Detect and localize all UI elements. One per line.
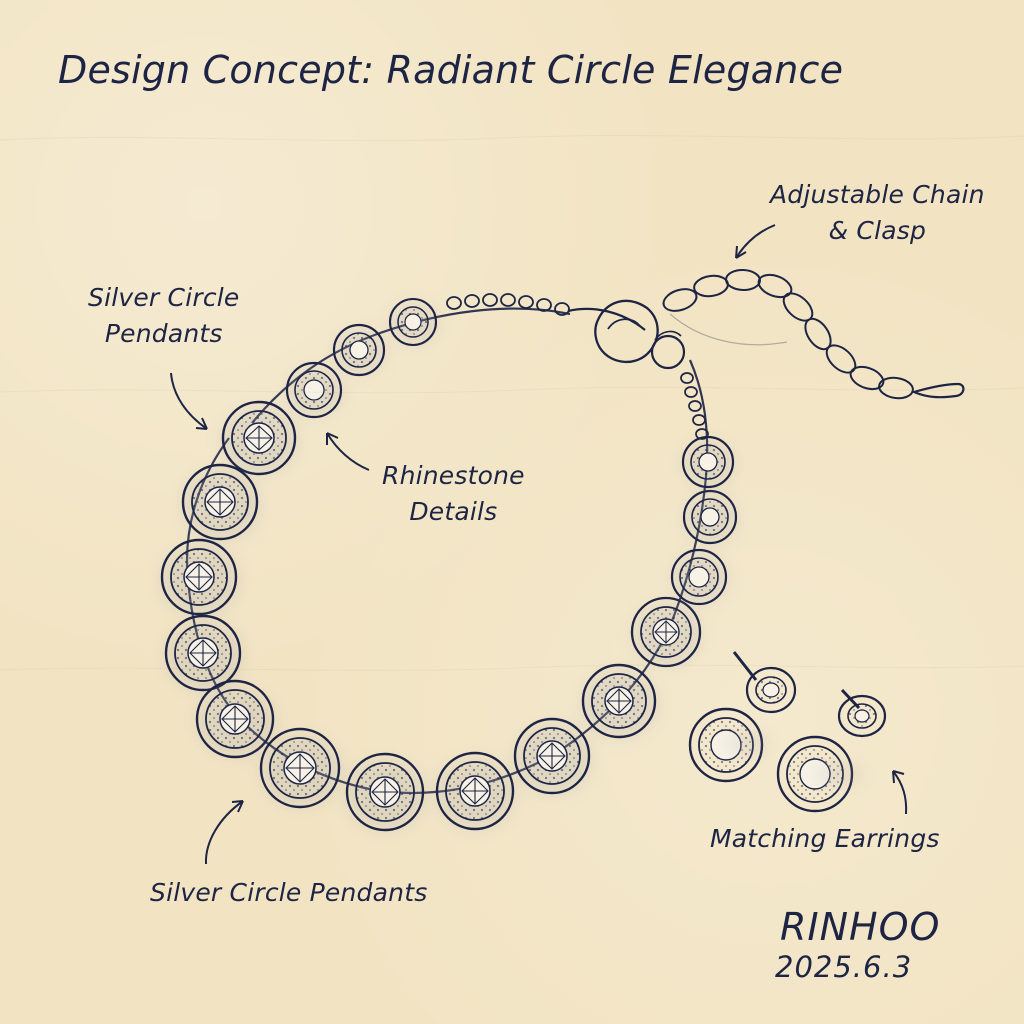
annotation-arrows [170, 224, 908, 865]
pendant-right-2 [630, 596, 702, 668]
paper-texture-lines [0, 135, 1024, 671]
lobster-clasp [567, 299, 686, 370]
label-silver-circle-pendants-left-line2: Pendants [104, 319, 223, 349]
small-beads-right [680, 372, 709, 440]
label-rhinestone-details-line1: Rhinestone [382, 461, 525, 490]
pendant-top-2 [332, 323, 386, 377]
pendant-left-2 [160, 538, 239, 616]
adjustable-chain [662, 268, 965, 400]
pendant-top-3 [388, 297, 438, 347]
arrow-matching-earrings [892, 770, 908, 815]
small-beads-top [446, 293, 570, 316]
pendant-bottom-3 [435, 751, 516, 831]
earring-left [688, 651, 797, 783]
label-silver-circle-pendants-left: Silver Circle Pendants [88, 280, 240, 353]
arrow-adjustable-chain [735, 224, 776, 259]
pendant-left-3 [164, 614, 243, 692]
label-silver-circle-pendants-left-line1: Silver Circle [88, 283, 240, 312]
earrings-drawing [688, 651, 887, 813]
bracelet-pendants [160, 297, 738, 832]
earring-right [776, 688, 887, 813]
label-adjustable-chain-line1: Adjustable Chain [770, 180, 985, 209]
pendant-top-left [221, 400, 298, 476]
pendant-bottom-right [513, 717, 592, 795]
label-rhinestone-details-line2: Details [409, 497, 498, 527]
arrow-rhinestone-details [326, 432, 370, 471]
arrow-left-pendants [170, 372, 208, 430]
arrow-bottom-pendants [204, 800, 244, 865]
page-title: Design Concept: Radiant Circle Elegance [58, 48, 844, 92]
label-rhinestone-details: Rhinestone Details [382, 458, 525, 531]
label-matching-earrings: Matching Earrings [710, 824, 940, 853]
signature-date: 2025.6.3 [775, 950, 913, 984]
pendant-top-1 [285, 361, 343, 419]
pendant-right-1 [581, 663, 658, 739]
label-adjustable-chain: Adjustable Chain & Clasp [770, 177, 985, 250]
label-silver-circle-pendants-bottom: Silver Circle Pendants [150, 878, 428, 907]
pendant-left-1 [181, 463, 260, 541]
pendant-bottom-2 [345, 752, 426, 832]
signature-name: RINHOO [780, 905, 941, 949]
label-adjustable-chain-line2: & Clasp [828, 216, 927, 246]
pendant-right-4 [682, 489, 738, 545]
pendant-right-3 [670, 548, 728, 606]
pendant-bottom-left [195, 679, 276, 759]
pendant-right-5 [681, 435, 735, 489]
pendant-bottom-1 [259, 727, 342, 809]
bracelet-drawing [160, 268, 965, 832]
